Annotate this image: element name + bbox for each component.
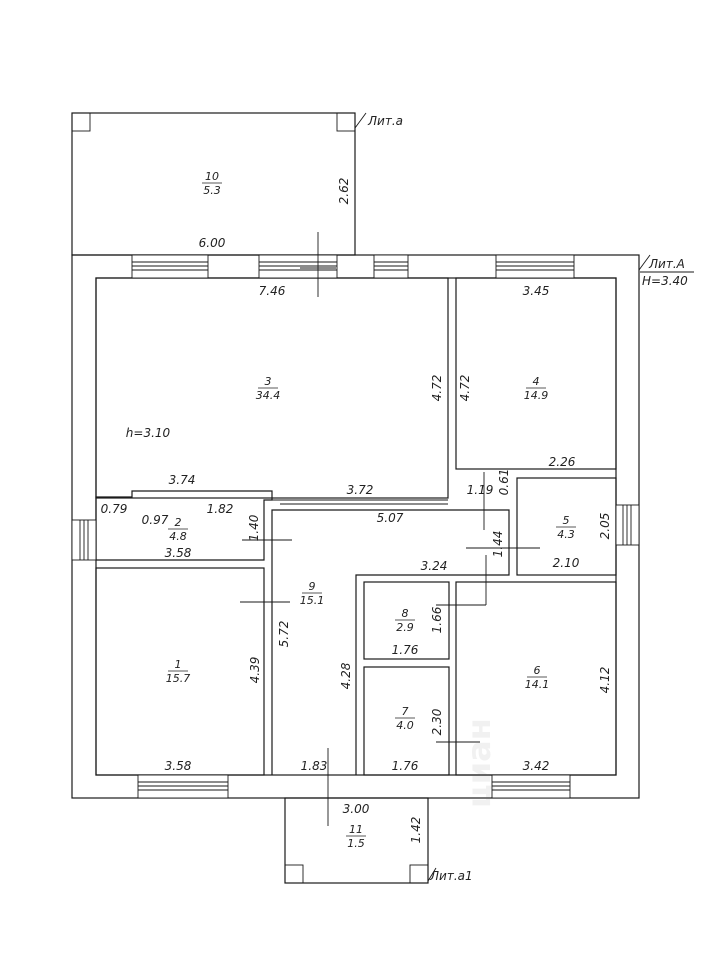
- dim-label: 3.72: [347, 483, 374, 497]
- dim-label: 0.79: [101, 502, 128, 516]
- dim-label: 1.42: [409, 817, 423, 844]
- dim-label: 1.66: [430, 606, 444, 633]
- dim-label: 2.30: [430, 708, 444, 735]
- height-label: Н=3.40: [642, 274, 688, 288]
- dim-label: 0.61: [497, 469, 511, 496]
- room-3-area: 34.4: [256, 389, 281, 402]
- dim-label: 3.00: [343, 802, 370, 816]
- dim-label: 1.82: [207, 502, 234, 516]
- dim-label: 4.39: [248, 657, 262, 684]
- room-9-number: 9: [309, 580, 316, 593]
- dim-label: 0.97: [142, 513, 169, 527]
- room-8-area: 2.9: [396, 621, 414, 634]
- dim-label: 3.24: [421, 559, 448, 573]
- room-walls: [95, 277, 617, 776]
- dim-label: 5.07: [377, 511, 404, 525]
- room-6-area: 14.1: [525, 678, 550, 691]
- room-4-number: 4: [533, 375, 540, 388]
- room-2-number: 2: [175, 516, 182, 529]
- dim-label: 7.46: [259, 284, 286, 298]
- lit-A-label: Лит.А: [648, 257, 685, 271]
- dim-label: 1.76: [392, 759, 419, 773]
- room-10-number: 10: [205, 170, 219, 183]
- watermark-logo: циан: [460, 718, 498, 808]
- room-5-area: 4.3: [557, 528, 575, 541]
- room-labels: 10 5.3 3 34.4 4 14.9 2 4.8 5 4.3 9 15.1 …: [166, 170, 575, 850]
- dim-label: 5.72: [277, 621, 291, 648]
- room-7-area: 4.0: [396, 719, 414, 732]
- dim-label: 1.19: [467, 483, 494, 497]
- dim-label: 3.42: [523, 759, 550, 773]
- room-6-number: 6: [534, 664, 541, 677]
- dim-label: 3.45: [523, 284, 550, 298]
- dim-label: 4.72: [430, 375, 444, 402]
- dim-label: 2.26: [549, 455, 576, 469]
- dim-label: 3.74: [169, 473, 196, 487]
- porch-lit-a1: [284, 797, 429, 884]
- ceiling-height: h=3.10: [126, 426, 171, 440]
- room-7-number: 7: [402, 705, 409, 718]
- room-1-number: 1: [175, 658, 182, 671]
- room-1-area: 15.7: [166, 672, 191, 685]
- dim-label: 4.28: [339, 662, 353, 689]
- dim-label: 1.83: [301, 759, 328, 773]
- room-2-area: 4.8: [169, 530, 187, 543]
- dim-label: 2.05: [598, 513, 612, 540]
- room-10-area: 5.3: [203, 184, 221, 197]
- dim-label: 2.62: [337, 178, 351, 205]
- room-11-number: 11: [349, 823, 363, 836]
- dim-label: 4.72: [458, 375, 472, 402]
- lit-a1-label: Лит.а1: [429, 869, 473, 883]
- dim-label: 4.12: [598, 667, 612, 694]
- room-5-number: 5: [563, 514, 570, 527]
- dim-label: 2.10: [553, 556, 580, 570]
- room-8-number: 8: [402, 607, 409, 620]
- lit-a-label: Лит.а: [367, 114, 403, 128]
- dim-label: 3.58: [165, 546, 192, 560]
- letter-labels: Лит.а Лит.А Н=3.40 Лит.а1: [354, 112, 694, 883]
- dim-label: 1.44: [491, 531, 505, 558]
- dim-label: 1.76: [392, 643, 419, 657]
- dim-label: 6.00: [199, 236, 226, 250]
- room-3-number: 3: [265, 375, 272, 388]
- room-fraction-lines: [168, 182, 576, 837]
- section-lines: [240, 232, 540, 826]
- windows: [71, 254, 640, 799]
- room-4-area: 14.9: [524, 389, 549, 402]
- room-9-area: 15.1: [300, 594, 325, 607]
- dim-label: 1.40: [247, 514, 261, 541]
- room-11-area: 1.5: [347, 837, 365, 850]
- dim-label: 3.58: [165, 759, 192, 773]
- dimension-labels: 6.00 7.46 3.45 h=3.10 3.74 3.72 1.19 2.2…: [101, 178, 612, 844]
